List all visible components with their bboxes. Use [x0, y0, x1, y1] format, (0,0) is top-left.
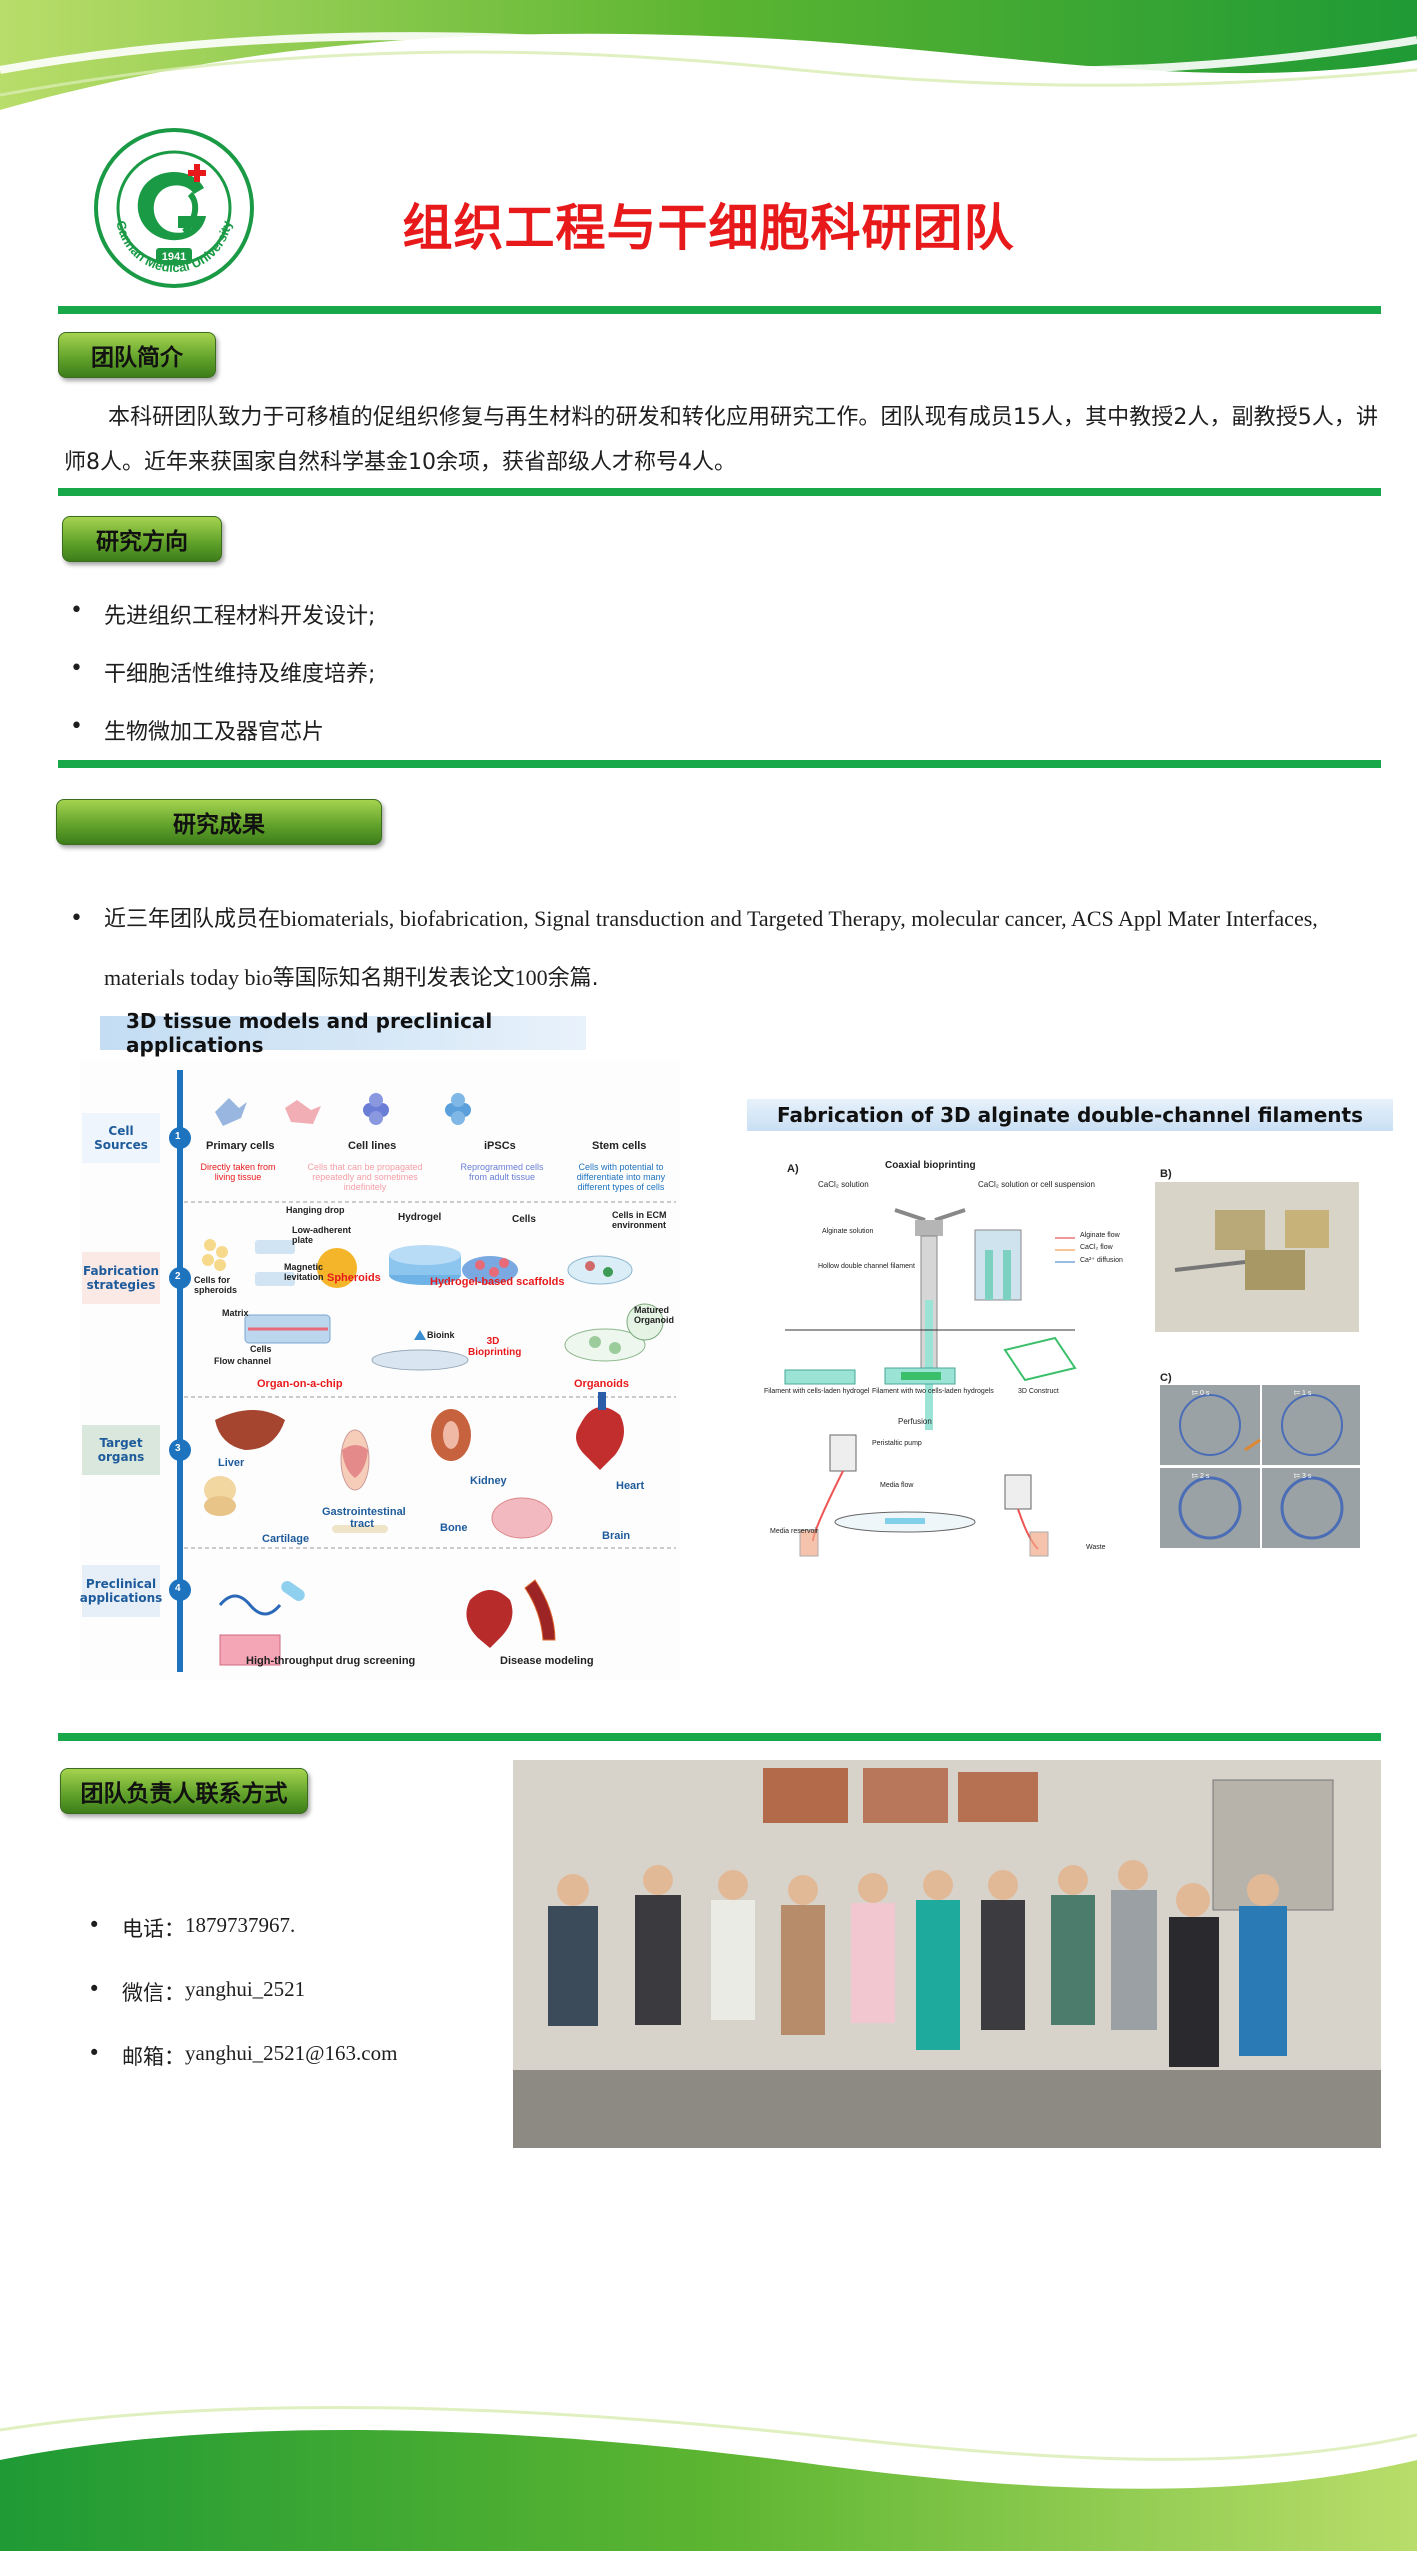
fab-label: Hydrogel-based scaffolds	[430, 1276, 565, 1288]
contact-email[interactable]: •邮箱：yanghui_2521@163.com	[88, 2041, 398, 2069]
fab-label: Bioink	[427, 1330, 455, 1340]
figure1-diagram	[80, 1060, 680, 1680]
fig2-label: Filament with two cells-laden hydrogels	[872, 1388, 994, 1395]
fig2-label: Filament with cells-laden hydrogel	[764, 1388, 870, 1395]
cell-source-desc: Directly taken from living tissue	[200, 1162, 276, 1182]
intro-badge: 团队简介	[58, 332, 216, 378]
row-label-fabrication: Fabrication strategies	[82, 1252, 160, 1304]
panel-label: C)	[1160, 1372, 1172, 1384]
fab-label: Hanging drop	[286, 1205, 345, 1215]
intro-paragraph: 本科研团队致力于可移植的促组织修复与再生材料的研发和转化应用研究工作。团队现有成…	[64, 405, 1378, 475]
fig2-label: 3D Construct	[1018, 1388, 1059, 1395]
cell-source-desc: Cells with potential to differentiate in…	[576, 1162, 666, 1192]
row-label-preclinical: Preclinical applications	[80, 1565, 162, 1617]
application-label: Disease modeling	[500, 1655, 594, 1667]
fab-label: Hydrogel	[398, 1212, 442, 1223]
row-label-target-organs: Target organs	[82, 1425, 160, 1475]
row-number: 1	[175, 1131, 181, 1142]
timepoint-label: t= 1 s	[1294, 1390, 1312, 1397]
fab-label: Cells	[512, 1214, 536, 1225]
divider	[58, 760, 1381, 768]
top-wave-decoration	[0, 0, 1417, 110]
research-item: •先进组织工程材料开发设计;	[70, 598, 376, 629]
organ-label: Gastrointestinal tract	[322, 1506, 406, 1530]
organ-label: Cartilage	[262, 1533, 310, 1545]
research-badge: 研究方向	[62, 516, 222, 562]
organ-label: Bone	[440, 1522, 468, 1534]
organ-label: Heart	[616, 1480, 645, 1492]
bottom-wave-decoration	[0, 2405, 1417, 2551]
fig2-legend: CaCl₂ flow	[1080, 1244, 1113, 1251]
cell-source-desc: Reprogrammed cells from adult tissue	[460, 1162, 544, 1182]
application-label: High-throughput drug screening	[246, 1655, 416, 1667]
row-number: 2	[175, 1271, 181, 1282]
fig2-label: CaCl₂ solution	[818, 1180, 869, 1189]
fig2-label: Media reservoir	[770, 1528, 819, 1535]
fig2-legend: Alginate flow	[1080, 1232, 1120, 1239]
cell-source-desc: Cells that can be propagated repeatedly …	[307, 1162, 423, 1192]
figure2-diagram	[784, 1182, 1360, 1557]
contact-badge: 团队负责人联系方式	[60, 1768, 308, 1814]
research-item: •生物微加工及器官芯片	[70, 714, 325, 745]
timepoint-label: t= 3 s	[1294, 1473, 1312, 1480]
divider	[58, 306, 1381, 314]
fig2-label: Waste	[1086, 1544, 1106, 1551]
organ-label: Kidney	[470, 1475, 507, 1487]
fab-label: Low-adherent plate	[292, 1225, 352, 1245]
fab-label: Organoids	[574, 1378, 630, 1390]
cell-source-name: Cell lines	[348, 1140, 397, 1152]
university-logo: Gannan Medical University 1941	[94, 128, 254, 288]
row-number: 3	[175, 1443, 181, 1454]
achievements-paragraph: • 近三年团队成员在biomaterials, biofabrication, …	[70, 906, 1318, 991]
cell-source-name: Stem cells	[592, 1140, 647, 1152]
team-photo	[513, 1760, 1381, 2148]
fig2-label: Coaxial bioprinting	[885, 1160, 976, 1171]
fab-label: Magnetic levitation	[284, 1262, 324, 1282]
figure1-title: 3D tissue models and preclinical applica…	[100, 1009, 586, 1057]
fig2-label: Hollow double channel filament	[818, 1263, 915, 1270]
fig2-label: Media flow	[880, 1482, 914, 1489]
fig2-label: Alginate solution	[822, 1228, 874, 1235]
fab-label: Cells for spheroids	[194, 1275, 238, 1295]
row-number: 4	[175, 1583, 181, 1594]
fab-label: Cells	[250, 1344, 272, 1354]
panel-label: A)	[787, 1163, 799, 1175]
divider	[58, 1733, 1381, 1741]
fab-label: Spheroids	[327, 1272, 381, 1284]
fab-label: Matured Organoid	[634, 1305, 674, 1325]
contact-wechat: •微信：yanghui_2521	[88, 1977, 306, 2005]
fig2-legend: Ca²⁺ diffusion	[1080, 1257, 1123, 1264]
contact-phone: •电话：1879737967.	[88, 1913, 296, 1941]
fig2-label: Perfusion	[898, 1417, 932, 1426]
fab-label: Matrix	[222, 1308, 249, 1318]
achievements-badge: 研究成果	[56, 799, 382, 845]
fig2-label: Peristaltic pump	[872, 1440, 922, 1447]
fab-label: 3D Bioprinting	[468, 1336, 522, 1358]
fab-label: Cells in ECM environment	[612, 1210, 667, 1230]
divider	[58, 488, 1381, 496]
research-item: •干细胞活性维持及维度培养;	[70, 656, 376, 687]
panel-label: B)	[1160, 1168, 1172, 1180]
page-title: 组织工程与干细胞科研团队	[402, 199, 1015, 257]
timepoint-label: t= 0 s	[1192, 1390, 1210, 1397]
cell-source-name: iPSCs	[484, 1140, 516, 1152]
logo-year: 1941	[162, 251, 186, 263]
row-label-cell-sources: Cell Sources	[82, 1113, 160, 1163]
organ-label: Brain	[602, 1530, 631, 1542]
fig2-label: CaCl₂ solution or cell suspension	[978, 1180, 1095, 1189]
timepoint-label: t= 2 s	[1192, 1473, 1210, 1480]
organ-label: Liver	[218, 1457, 245, 1469]
figure2-title: Fabrication of 3D alginate double-channe…	[747, 1099, 1393, 1131]
cell-source-name: Primary cells	[206, 1140, 275, 1152]
fab-label: Organ-on-a-chip	[257, 1378, 343, 1390]
fab-label: Flow channel	[214, 1356, 272, 1366]
